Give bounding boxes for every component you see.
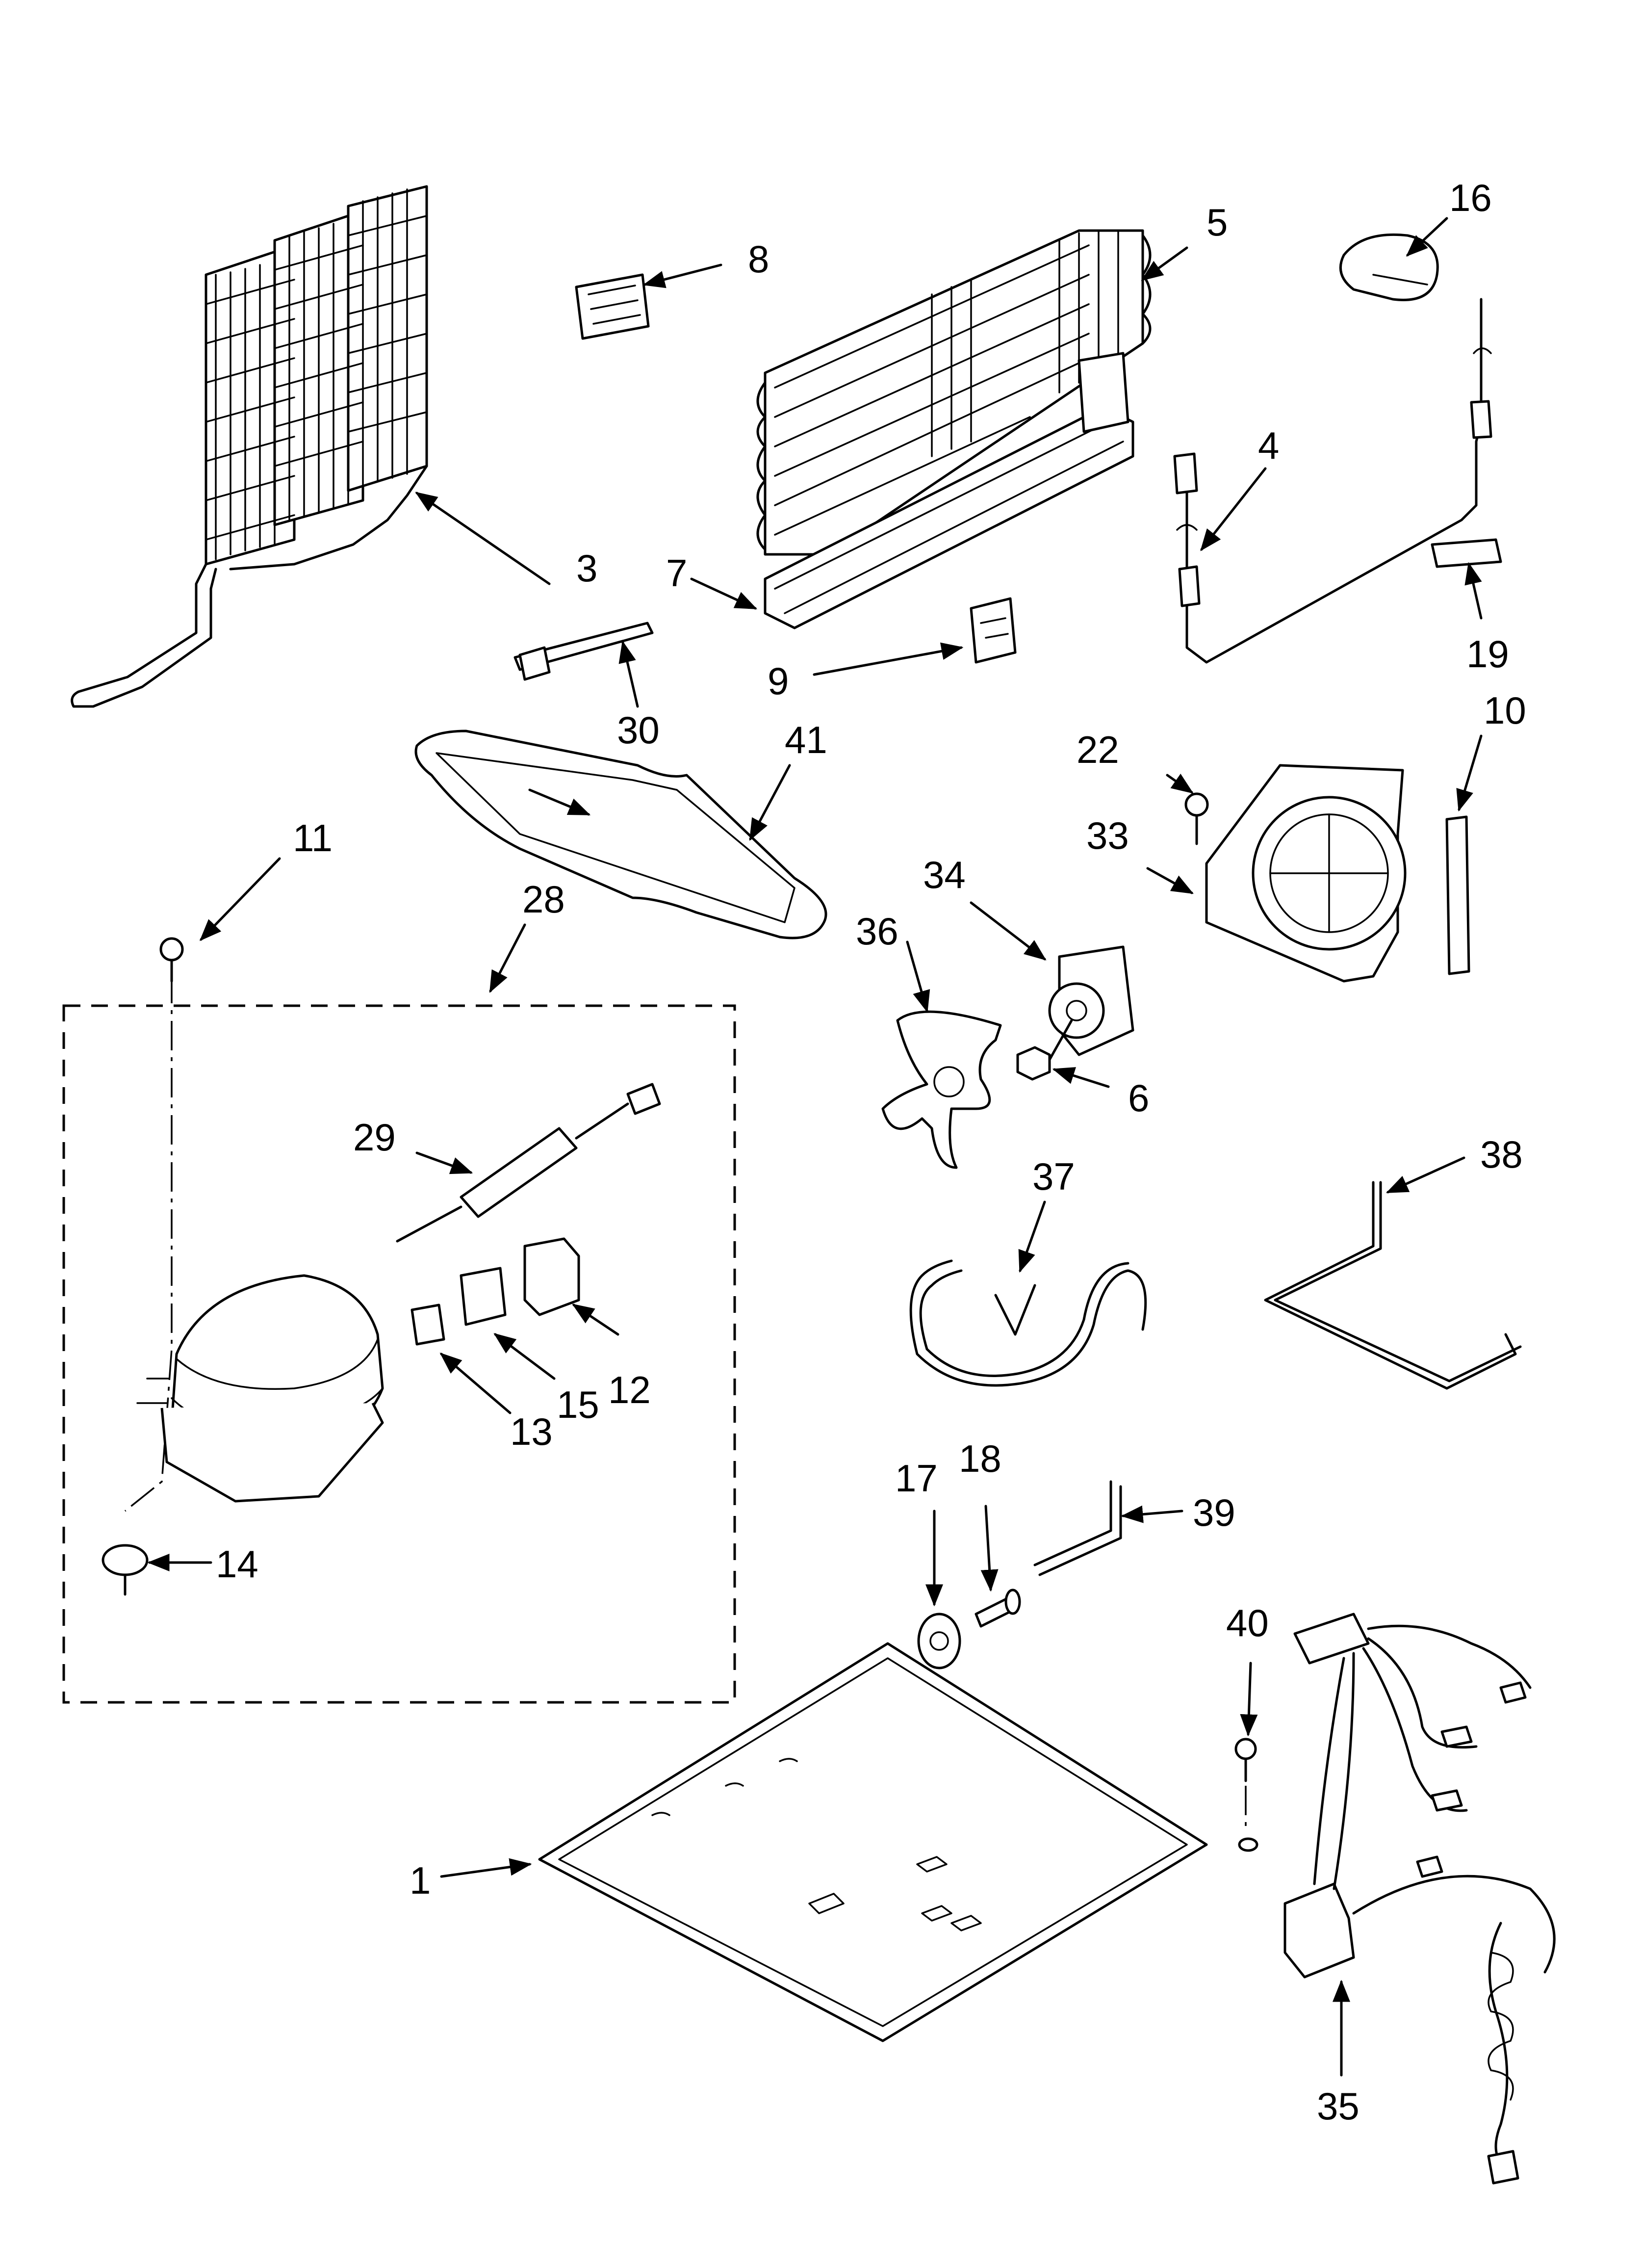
cap — [1339, 233, 1439, 301]
sensor-wire — [1173, 298, 1492, 664]
callout-37: 37 — [1032, 1155, 1075, 1198]
callout-40: 40 — [1226, 1601, 1269, 1644]
callout-17: 17 — [895, 1457, 938, 1500]
evaporator-coil — [756, 229, 1152, 556]
tubing-38 — [1264, 1181, 1522, 1390]
callout-10: 10 — [1484, 689, 1526, 732]
callout-9: 9 — [768, 659, 789, 703]
leader-15 — [493, 1333, 556, 1380]
callout-35: 35 — [1317, 2085, 1360, 2128]
leader-10 — [1456, 734, 1483, 812]
leader-36 — [906, 940, 930, 1013]
callout-18: 18 — [959, 1437, 1001, 1480]
fan-motor — [1048, 945, 1134, 1056]
leader-41 — [749, 764, 791, 841]
bolt — [975, 1589, 1021, 1628]
callout-39: 39 — [1193, 1491, 1235, 1534]
drain-trough — [764, 352, 1134, 629]
cable-tie — [513, 622, 654, 681]
leader-7 — [690, 577, 758, 610]
tube-39 — [1033, 1480, 1122, 1576]
callout-6: 6 — [1128, 1076, 1149, 1120]
callout-36: 36 — [856, 910, 898, 953]
leader-13 — [439, 1353, 512, 1414]
callout-29: 29 — [353, 1116, 396, 1159]
clip-19 — [1431, 538, 1502, 568]
leader-29 — [415, 1151, 473, 1174]
fan-shroud — [1205, 764, 1407, 983]
condenser-coil — [71, 185, 428, 708]
leader-30 — [618, 640, 639, 708]
roller — [917, 1613, 961, 1669]
tubing-37 — [909, 1259, 1147, 1387]
leader-lines — [147, 217, 1483, 2077]
drain-pan — [414, 730, 827, 939]
callout-41: 41 — [785, 718, 827, 761]
callout-19: 19 — [1466, 632, 1509, 676]
leader-4 — [1200, 467, 1267, 551]
callout-15: 15 — [557, 1383, 599, 1426]
leader-33 — [1146, 867, 1194, 894]
nut — [1016, 1019, 1073, 1081]
callout-38: 38 — [1480, 1133, 1523, 1176]
leader-9 — [813, 642, 964, 676]
screw-22 — [1184, 792, 1209, 845]
callout-7: 7 — [666, 551, 687, 595]
clip — [970, 597, 1017, 664]
screw-11 — [159, 937, 184, 983]
screw-40 — [1234, 1738, 1258, 1852]
callout-30: 30 — [617, 708, 660, 752]
leader-37 — [1018, 1200, 1046, 1273]
leader-5 — [1141, 246, 1188, 281]
callout-5: 5 — [1206, 201, 1228, 244]
callout-11: 11 — [293, 816, 333, 860]
gasket-strip — [1445, 815, 1470, 975]
leader-3 — [415, 492, 551, 585]
callout-14: 14 — [216, 1542, 258, 1586]
callout-labels: 3 8 5 16 4 7 9 19 30 41 10 22 33 11 28 3… — [216, 176, 1526, 2128]
fan-blade — [881, 1010, 1002, 1169]
leader-12 — [572, 1303, 619, 1336]
callout-4: 4 — [1258, 424, 1279, 467]
leader-22 — [1166, 774, 1194, 794]
leader-1 — [440, 1858, 532, 1878]
compressor-assembly — [62, 974, 736, 1704]
base-plate — [538, 1642, 1208, 2042]
callout-12: 12 — [608, 1368, 651, 1411]
leader-8 — [642, 263, 722, 288]
callout-13: 13 — [510, 1410, 553, 1453]
callout-28: 28 — [522, 878, 565, 921]
leader-39 — [1121, 1505, 1183, 1523]
leader-38 — [1385, 1156, 1465, 1194]
callout-22: 22 — [1077, 728, 1119, 771]
callout-3: 3 — [576, 547, 597, 590]
leader-18 — [980, 1505, 999, 1592]
callout-33: 33 — [1086, 814, 1129, 857]
callout-34: 34 — [923, 853, 966, 896]
leader-6 — [1052, 1067, 1110, 1088]
leader-28 — [489, 923, 526, 993]
filter-pad — [575, 273, 650, 340]
callout-16: 16 — [1449, 176, 1492, 219]
callout-8: 8 — [748, 237, 769, 281]
leader-11 — [199, 857, 281, 941]
leader-34 — [970, 901, 1047, 961]
leader-16 — [1406, 217, 1448, 257]
leader-19 — [1464, 562, 1483, 620]
leader-40 — [1240, 1662, 1258, 1737]
wiring-harness — [1283, 1613, 1556, 2185]
callout-1: 1 — [410, 1859, 431, 1902]
